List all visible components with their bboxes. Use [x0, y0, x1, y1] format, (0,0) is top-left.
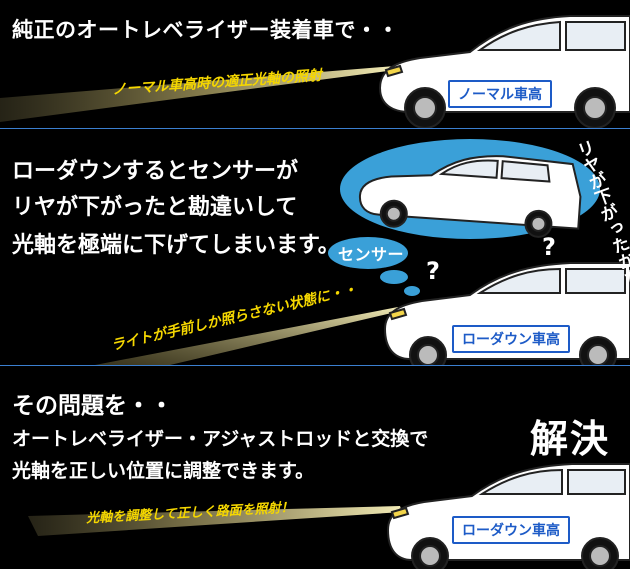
divider-1	[0, 128, 630, 129]
panel1-heading: 純正のオートレベライザー装着車で・・	[12, 18, 399, 42]
panel-normal-height: 純正のオートレベライザー装着車で・・ ノーマル車高時の適正光軸の照射 ノーマル車…	[0, 0, 630, 128]
panel3-line-1: その問題を・・	[12, 393, 173, 419]
panel1-graphics	[0, 15, 630, 128]
panel2-line-3: 光軸を極端に下げてしまいます。	[12, 233, 340, 258]
panel2-car-label: ローダウン車高	[452, 325, 570, 353]
panel2-graphics	[95, 139, 630, 365]
panel3-line-2: オートレベライザー・アジャストロッドと交換で	[12, 428, 429, 450]
solution-emphasis: 解決	[530, 417, 611, 461]
panel-solution: その問題を・・ オートレベライザー・アジャストロッドと交換で 光軸を正しい位置に…	[0, 366, 630, 569]
panel2-line-2: リヤが下がったと勘違いして	[12, 195, 298, 220]
car-normal	[378, 15, 630, 128]
panel3-car-label: ローダウン車高	[452, 516, 570, 544]
sensor-label: センサー	[338, 245, 405, 264]
headlight-beam	[0, 66, 395, 122]
divider-2	[0, 365, 630, 366]
panel2-line-1: ローダウンするとセンサーが	[12, 159, 299, 184]
question-mark-2: ?	[542, 233, 556, 261]
car-in-bubble	[358, 155, 582, 238]
question-mark-1: ?	[426, 257, 440, 285]
panel-lowered-problem: ローダウンするとセンサーが リヤが下がったと勘違いして 光軸を極端に下げてしまい…	[0, 129, 630, 365]
panel1-car-label: ノーマル車高	[448, 80, 552, 108]
headlight-beam	[95, 307, 400, 365]
headlight-beam	[28, 506, 402, 536]
panel3-line-3: 光軸を正しい位置に調整できます。	[12, 460, 315, 482]
